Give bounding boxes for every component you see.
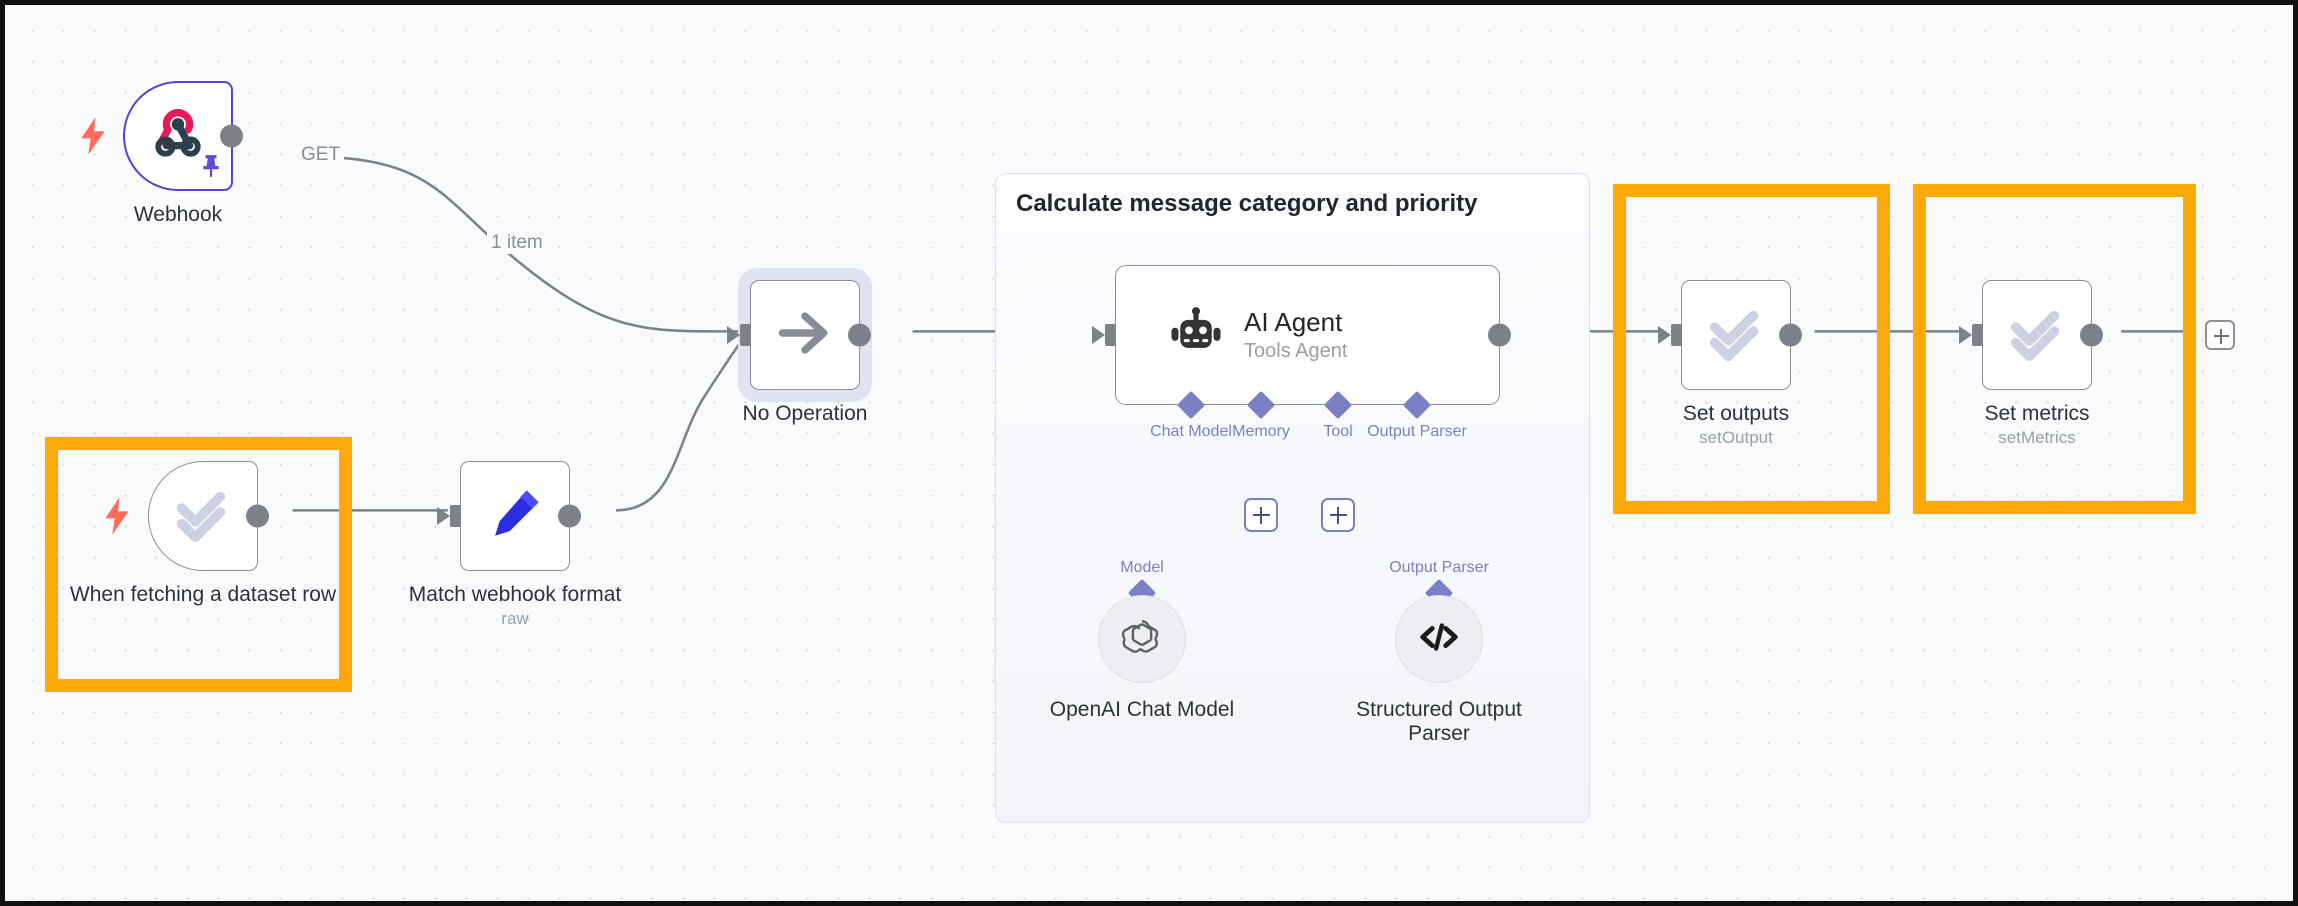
agent-port-label-tool: Tool bbox=[1323, 423, 1353, 440]
double-check-icon bbox=[1705, 302, 1767, 369]
highlight-box-set-metrics bbox=[1913, 184, 2196, 514]
input-arrow-icon bbox=[437, 507, 450, 525]
output-port[interactable] bbox=[557, 504, 581, 528]
input-arrow-icon bbox=[1092, 326, 1105, 344]
add-memory-button[interactable] bbox=[1244, 498, 1278, 532]
node-ai-agent-box[interactable]: AI Agent Tools Agent bbox=[1092, 265, 1511, 405]
node-subtitle: setOutput bbox=[1699, 428, 1773, 447]
input-arrow-icon bbox=[1658, 326, 1671, 344]
input-port[interactable] bbox=[1671, 324, 1682, 346]
input-port[interactable] bbox=[1972, 324, 1983, 346]
node-label: No Operation bbox=[742, 402, 868, 425]
highlight-box-dataset-row bbox=[45, 437, 352, 692]
node-webhook-box[interactable] bbox=[81, 81, 243, 191]
openai-icon bbox=[1119, 614, 1165, 665]
node-label: AI Agent bbox=[1244, 306, 1343, 337]
node-match-format-box[interactable] bbox=[437, 461, 581, 571]
node-label: Webhook bbox=[133, 203, 223, 226]
node-no-operation-box[interactable] bbox=[727, 280, 871, 390]
group-title: Calculate message category and priority bbox=[1016, 190, 1478, 217]
node-subtitle: Tools Agent bbox=[1244, 339, 1348, 362]
agent-port-label-chat-model: Chat Model bbox=[1150, 423, 1232, 440]
sub-port-label-output-parser: Output Parser bbox=[1389, 559, 1489, 576]
node-subtitle: setMetrics bbox=[1998, 428, 2076, 447]
output-port[interactable] bbox=[847, 323, 871, 347]
webhook-icon bbox=[147, 103, 209, 170]
input-port[interactable] bbox=[740, 324, 751, 346]
node-webhook[interactable]: Webhook bbox=[81, 81, 243, 226]
output-port[interactable] bbox=[245, 504, 269, 528]
output-port[interactable] bbox=[2079, 323, 2103, 347]
arrow-right-icon bbox=[775, 303, 835, 368]
input-arrow-icon bbox=[727, 326, 740, 344]
input-port[interactable] bbox=[1105, 324, 1116, 346]
sub-port-label-model: Model bbox=[1120, 559, 1164, 576]
node-no-operation[interactable]: No Operation bbox=[727, 268, 872, 425]
node-label: Structured Output Parser bbox=[1356, 698, 1522, 746]
highlight-box-set-outputs bbox=[1613, 184, 1890, 514]
robot-icon bbox=[1168, 305, 1224, 366]
node-label: Set metrics bbox=[1984, 402, 2090, 425]
node-label: OpenAI Chat Model bbox=[1049, 698, 1235, 721]
trigger-bolt-icon bbox=[103, 497, 131, 535]
node-ai-agent[interactable]: AI Agent Tools Agent Chat Model Memory T… bbox=[1092, 265, 1511, 532]
node-parser-box[interactable] bbox=[1395, 595, 1483, 683]
add-tool-button[interactable] bbox=[1321, 498, 1355, 532]
node-match-webhook-format[interactable]: Match webhook format raw bbox=[409, 461, 621, 628]
node-when-fetching-dataset-row[interactable]: When fetching a dataset row bbox=[70, 461, 336, 606]
output-port[interactable] bbox=[1778, 323, 1802, 347]
agent-port-label-memory: Memory bbox=[1232, 423, 1290, 440]
node-subtitle: raw bbox=[501, 609, 529, 628]
node-openai-box[interactable] bbox=[1098, 595, 1186, 683]
node-label: Match webhook format bbox=[408, 583, 622, 606]
node-set-outputs[interactable]: Set outputs setOutput bbox=[1658, 280, 1802, 447]
code-icon bbox=[1416, 614, 1462, 665]
double-check-icon bbox=[2006, 302, 2068, 369]
input-arrow-icon bbox=[1959, 326, 1972, 344]
pencil-icon bbox=[486, 485, 544, 548]
node-label: Set outputs bbox=[1682, 402, 1790, 425]
output-port[interactable] bbox=[219, 124, 243, 148]
double-check-icon bbox=[172, 483, 234, 550]
node-set-metrics-box[interactable] bbox=[1959, 280, 2103, 390]
node-label: When fetching a dataset row bbox=[69, 583, 337, 606]
agent-port-label-output-parser: Output Parser bbox=[1367, 423, 1467, 440]
pin-icon bbox=[200, 154, 222, 183]
node-set-outputs-box[interactable] bbox=[1658, 280, 1802, 390]
connection-label-items: 1 item bbox=[487, 232, 547, 254]
output-port[interactable] bbox=[1487, 323, 1511, 347]
trigger-bolt-icon bbox=[79, 117, 107, 155]
node-set-metrics[interactable]: Set metrics setMetrics bbox=[1959, 280, 2103, 447]
add-node-button[interactable] bbox=[2205, 320, 2235, 350]
connection-label-get: GET bbox=[297, 144, 345, 166]
node-dataset-row-box[interactable] bbox=[105, 461, 269, 571]
input-port[interactable] bbox=[450, 505, 461, 527]
